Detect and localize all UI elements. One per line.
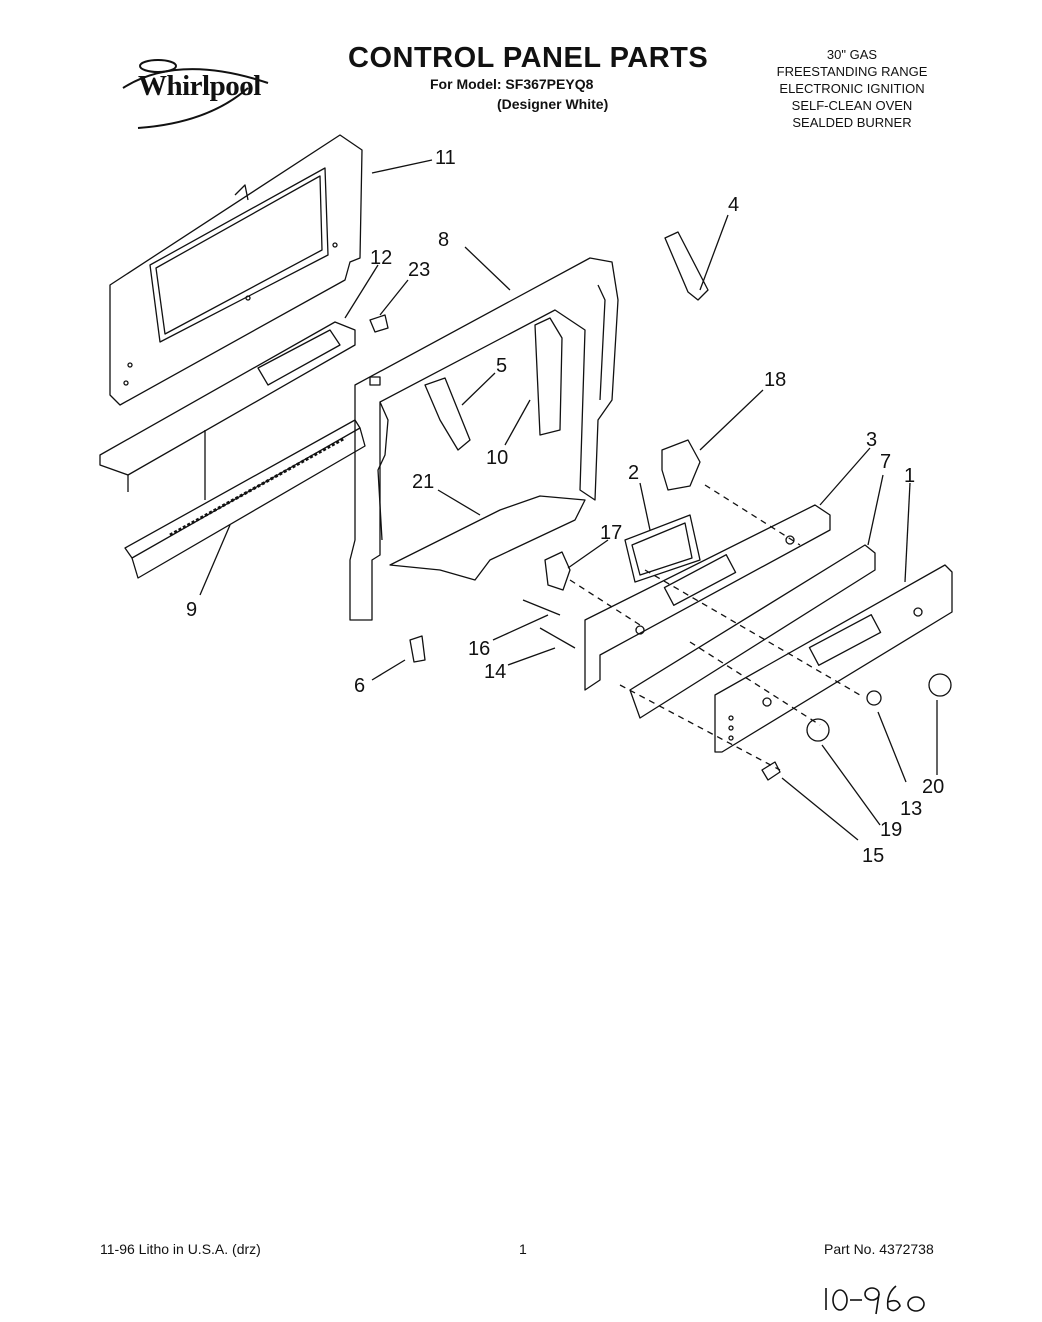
part-11-rear-panel xyxy=(109,134,363,406)
callout-7: 7 xyxy=(880,451,892,473)
part-18-valve xyxy=(661,439,701,491)
part-14-screw xyxy=(539,627,576,649)
part-16-screw xyxy=(522,599,561,616)
part-number: Part No. 4372738 xyxy=(824,1241,934,1257)
whirlpool-logo: Whirlpool xyxy=(118,48,283,138)
spec-line: SELF-CLEAN OVEN xyxy=(791,98,913,113)
part-12-channel xyxy=(99,321,356,500)
print-info: 11-96 Litho in U.S.A. (drz) xyxy=(100,1241,261,1257)
callout-9: 9 xyxy=(186,599,198,621)
callout-8: 8 xyxy=(438,229,450,251)
part-23-clip xyxy=(369,314,389,333)
spec-line: 30" GAS xyxy=(826,47,878,62)
part-9-vent-strip xyxy=(124,419,366,579)
part-3-inner-panel xyxy=(584,504,831,691)
part-8-main-frame xyxy=(349,257,619,621)
callout-12: 12 xyxy=(370,247,393,269)
callout-10: 10 xyxy=(486,447,509,469)
part-4-end-cap xyxy=(664,231,709,301)
part-5-bracket xyxy=(424,377,471,451)
part-2-display xyxy=(624,514,701,583)
assembly-lines xyxy=(569,484,861,771)
part-17-switch xyxy=(544,551,571,591)
spec-block: 30" GAS FREESTANDING RANGE ELECTRONIC IG… xyxy=(748,46,956,131)
callout-2: 2 xyxy=(628,462,640,484)
spec-line: ELECTRONIC IGNITION xyxy=(779,81,925,96)
part-6-clip xyxy=(409,635,426,663)
callout-1: 1 xyxy=(904,465,916,487)
spec-line: SEALDED BURNER xyxy=(792,115,912,130)
part-13-knob xyxy=(866,690,882,706)
logo-swirl-icon xyxy=(122,59,269,129)
part-21-support-plate xyxy=(389,495,586,581)
part-1-front-panel xyxy=(714,564,953,753)
brand-name: Whirlpool xyxy=(138,70,261,102)
callout-19: 19 xyxy=(880,819,903,841)
callout-6: 6 xyxy=(354,675,366,697)
part-20-knob xyxy=(928,673,952,697)
callout-4: 4 xyxy=(728,194,740,216)
callout-17: 17 xyxy=(600,522,623,544)
part-19-knob xyxy=(806,718,830,742)
callout-21: 21 xyxy=(412,471,435,493)
handwritten-date-note xyxy=(825,1285,925,1315)
callout-14: 14 xyxy=(484,661,507,683)
callout-20: 20 xyxy=(922,776,945,798)
spec-line: FREESTANDING RANGE xyxy=(776,64,928,79)
callout-3: 3 xyxy=(866,429,878,451)
model-line: For Model: SF367PEYQ8 xyxy=(430,76,594,92)
callout-16: 16 xyxy=(468,638,491,660)
leader-lines xyxy=(199,159,938,841)
callout-5: 5 xyxy=(496,355,508,377)
callout-13: 13 xyxy=(900,798,923,820)
variant-label: (Designer White) xyxy=(497,96,609,112)
page-title: CONTROL PANEL PARTS xyxy=(348,42,709,74)
page-number: 1 xyxy=(519,1241,527,1257)
callout-15: 15 xyxy=(862,845,885,867)
callout-23: 23 xyxy=(408,259,431,281)
callout-18: 18 xyxy=(764,369,787,391)
part-7-panel xyxy=(629,544,876,719)
callout-11: 11 xyxy=(435,147,456,169)
